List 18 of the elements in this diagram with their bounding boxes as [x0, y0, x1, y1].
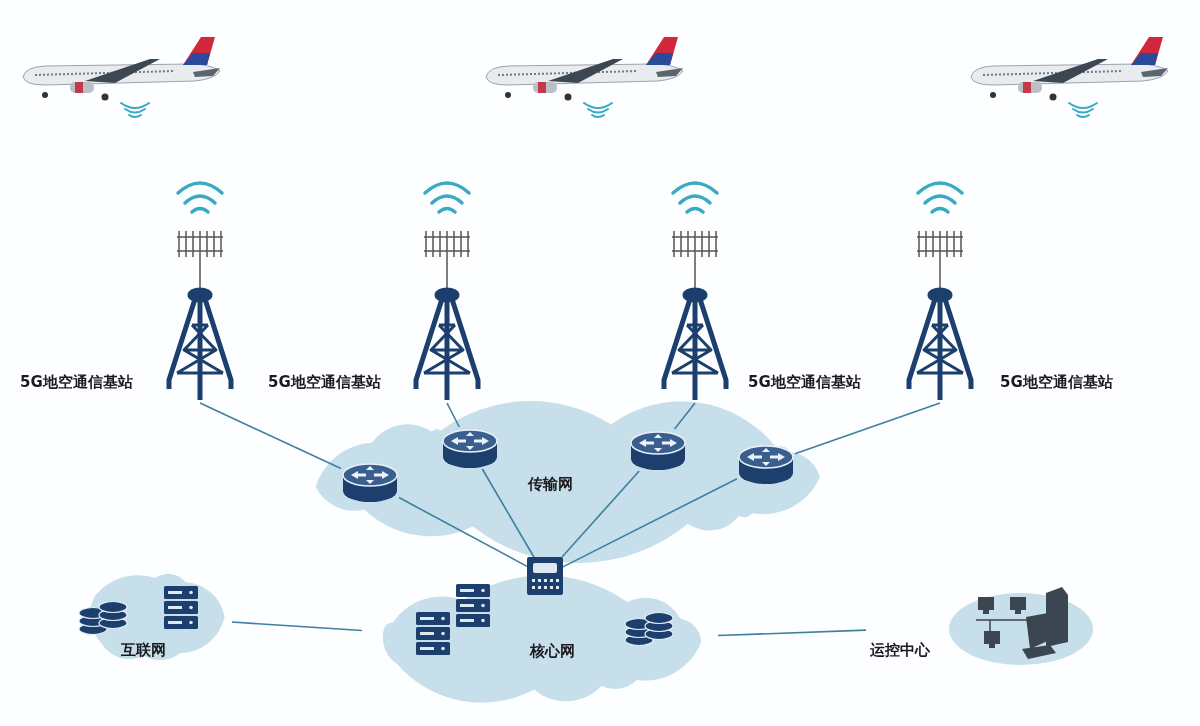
- station-label: 5G地空通信基站: [748, 373, 861, 392]
- cloud-label: 核心网: [530, 642, 575, 661]
- cloud-label: 互联网: [121, 641, 166, 660]
- station-label: 5G地空通信基站: [1000, 373, 1113, 392]
- connector-line: [481, 468, 535, 558]
- connector-line: [561, 470, 640, 558]
- connector-line: [231, 621, 363, 632]
- connector-line: [562, 477, 738, 568]
- connector-line: [398, 496, 528, 568]
- connector-line: [199, 402, 342, 470]
- connector-line: [446, 402, 461, 428]
- cloud-label: 传输网: [528, 475, 573, 494]
- connector-line: [794, 402, 941, 455]
- connector-line: [717, 629, 867, 637]
- center-label: 运控中心: [870, 641, 930, 660]
- station-label: 5G地空通信基站: [268, 373, 381, 392]
- station-label: 5G地空通信基站: [20, 373, 133, 392]
- connector-line: [673, 402, 696, 430]
